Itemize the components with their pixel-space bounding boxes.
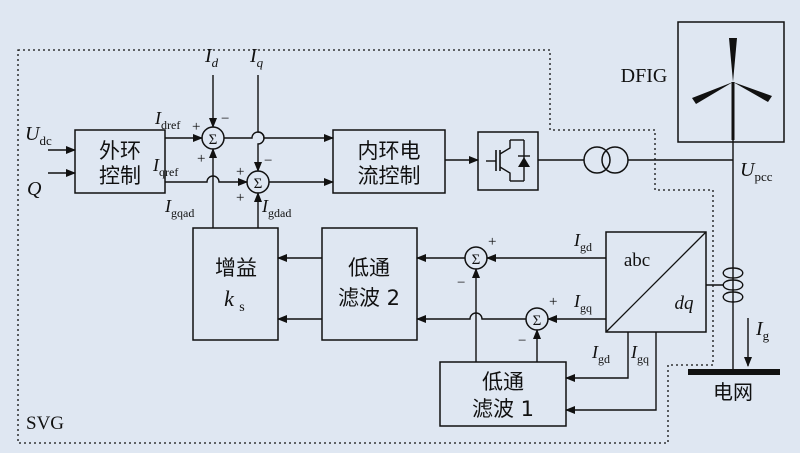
outer-loop-control-block [74,129,166,194]
idref-label: Idref [154,108,180,132]
transformer-icon [583,146,629,174]
iqref-label: Iqref [152,155,178,179]
sign-sum1-minus: − [221,111,229,127]
svg-boundary [17,49,714,444]
gain-symbol-sub: s [239,300,244,315]
svg-text:Σ: Σ [472,252,481,268]
igqad-label: Igqad [164,196,194,220]
svg-text:Σ: Σ [209,132,218,148]
svg-label: SVG [26,413,64,434]
dq-label: dq [675,293,695,314]
sign-sum4-plus: + [549,294,557,310]
iq-label: Iq [249,45,264,70]
sign-sum1-plus: + [192,119,200,135]
sign-sum3-plus: + [488,234,496,250]
sign-sum1-plus-bottom: + [197,151,205,167]
converter-igbt-icon [477,131,539,191]
summing-junction-1: Σ [201,126,225,150]
igd-label-b: Igd [591,342,610,366]
summing-junction-3: Σ [464,246,488,270]
abc-label: abc [624,250,650,271]
inner-loop-label-1: 内环电 [358,139,421,163]
outer-loop-label-1: 外环 [99,139,141,163]
grid-label: 电网 [713,380,753,404]
sign-sum2-plus: + [236,164,244,180]
svg-text:Σ: Σ [533,313,542,329]
udc-label: Udc [25,123,52,148]
summing-junction-2: Σ [246,170,270,194]
q-label: Q [27,178,42,200]
low-pass-filter-2-block [321,227,418,341]
lpf1-label-2: 滤波 1 [472,397,534,421]
gain-symbol: k [224,286,235,311]
igq-label-a: Igq [573,291,592,315]
ig-label: Ig [755,318,770,343]
sign-sum2-minus: − [264,153,272,169]
lpf2-label-1: 低通 [348,256,390,280]
sign-sum4-minus: − [518,333,526,349]
signal-lines [48,75,752,414]
wind-turbine-icon [692,38,772,140]
igq-label-b: Igq [630,342,649,366]
igd-label-a: Igd [573,230,592,254]
id-label: Id [204,45,219,70]
upcc-label: Upcc [740,159,773,184]
grid-bus-bar [688,369,780,375]
inner-current-control-block [332,129,446,194]
gain-block [192,227,279,341]
gain-label: 增益 [215,256,257,280]
svg-text:Σ: Σ [254,176,263,192]
lpf1-label-1: 低通 [482,370,524,394]
lpf2-label-2: 滤波 2 [338,286,400,310]
inner-loop-label-2: 流控制 [358,164,421,188]
summing-junction-4: Σ [525,307,549,331]
dfig-label: DFIG [621,65,668,87]
sign-sum2-plus-bottom: + [236,190,244,206]
igdad-label: Igdad [261,196,291,220]
outer-loop-label-2: 控制 [99,164,141,188]
low-pass-filter-1-block [439,361,567,427]
sign-sum3-minus: − [457,275,465,291]
